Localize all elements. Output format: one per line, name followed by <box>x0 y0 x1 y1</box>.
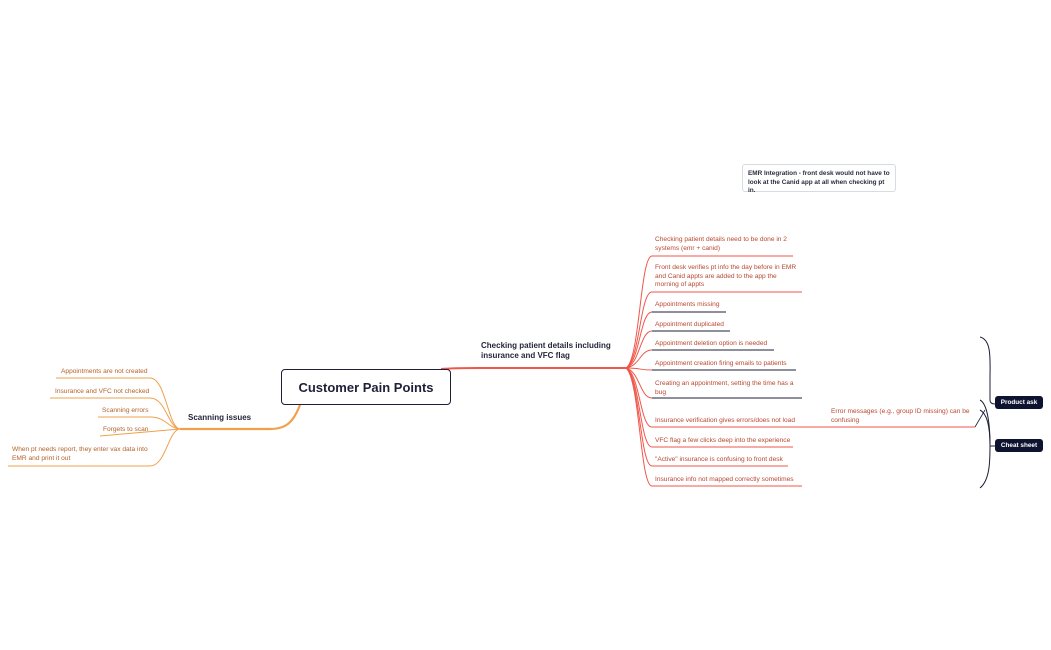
branch-checking-label[interactable]: Checking patient details including insur… <box>481 341 611 360</box>
checking-item[interactable]: Insurance verification gives errors/does… <box>655 417 796 424</box>
checking-item[interactable]: Appointment duplicated <box>655 321 724 328</box>
scanning-item[interactable]: When pt needs report, they enter vax dat… <box>12 446 148 462</box>
central-topic[interactable]: Customer Pain Points <box>281 369 451 405</box>
checking-item[interactable]: Appointment creation firing emails to pa… <box>655 360 787 367</box>
checking-item[interactable]: Creating an appointment, setting the tim… <box>655 380 794 396</box>
cheat-sheet-tag[interactable]: Cheat sheet <box>995 439 1043 452</box>
checking-item[interactable]: VFC flag a few clicks deep into the expe… <box>655 437 791 444</box>
scanning-item[interactable]: Scanning errors <box>102 407 149 414</box>
insurance-sub-item[interactable]: Error messages (e.g., group ID missing) … <box>831 408 970 424</box>
scanning-item[interactable]: Forgets to scan <box>103 426 149 433</box>
branch-scanning-label[interactable]: Scanning issues <box>188 413 252 422</box>
checking-item[interactable]: "Active" insurance is confusing to front… <box>655 456 783 463</box>
checking-item[interactable]: Insurance info not mapped correctly some… <box>655 476 794 483</box>
product-ask-tag[interactable]: Product ask <box>995 396 1043 409</box>
checking-item[interactable]: Front desk verifies pt info the day befo… <box>655 264 797 289</box>
checking-item[interactable]: Appointment deletion option is needed <box>655 340 768 347</box>
emr-integration-note[interactable]: EMR Integration - front desk would not h… <box>742 164 896 194</box>
checking-item[interactable]: Checking patient details need to be done… <box>655 236 787 252</box>
checking-item[interactable]: Appointments missing <box>655 301 720 308</box>
scanning-item[interactable]: Insurance and VFC not checked <box>55 388 150 395</box>
scanning-item[interactable]: Appointments are not created <box>61 368 148 375</box>
